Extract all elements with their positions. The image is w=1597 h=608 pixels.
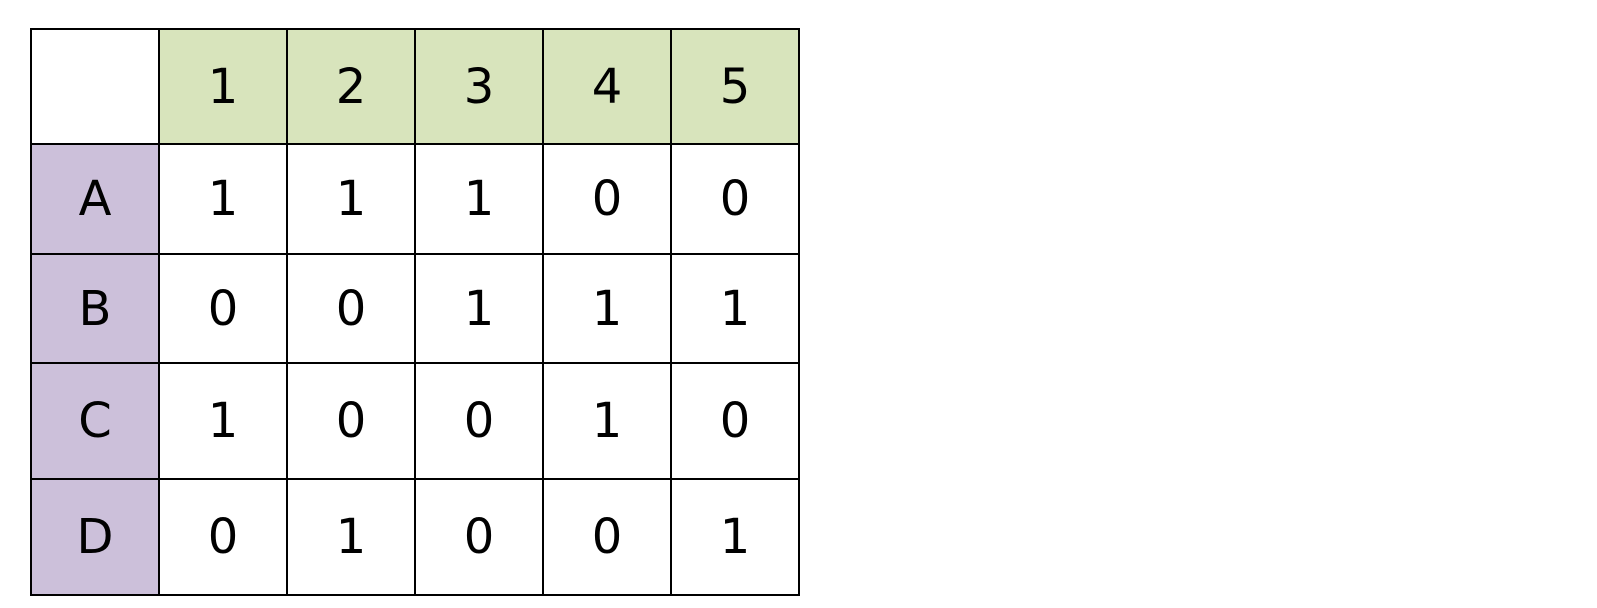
incidence-table: 1 2 3 4 5 A 1 1 1 0 0 B 0 0 1 1 1 C 1 0 … bbox=[30, 28, 800, 596]
table-cell: 1 bbox=[158, 143, 288, 255]
table-cell: 1 bbox=[670, 478, 800, 596]
table-cell: 0 bbox=[414, 478, 544, 596]
table-row-b: B 0 0 1 1 1 bbox=[30, 253, 800, 364]
column-header-row: 1 2 3 4 5 bbox=[30, 28, 800, 145]
column-header-1: 1 bbox=[158, 28, 288, 145]
table-cell: 0 bbox=[542, 478, 672, 596]
table-cell: 1 bbox=[414, 253, 544, 364]
column-header-5: 5 bbox=[670, 28, 800, 145]
row-header-b: B bbox=[30, 253, 160, 364]
row-header-a: A bbox=[30, 143, 160, 255]
table-body: 1 2 3 4 5 A 1 1 1 0 0 B 0 0 1 1 1 C 1 0 … bbox=[30, 28, 800, 596]
table-cell: 0 bbox=[286, 362, 416, 480]
corner-cell bbox=[30, 28, 160, 145]
table-row-c: C 1 0 0 1 0 bbox=[30, 362, 800, 480]
row-header-d: D bbox=[30, 478, 160, 596]
table-cell: 0 bbox=[414, 362, 544, 480]
row-header-c: C bbox=[30, 362, 160, 480]
table-cell: 0 bbox=[158, 478, 288, 596]
table-cell: 0 bbox=[670, 362, 800, 480]
table-cell: 1 bbox=[286, 143, 416, 255]
table-cell: 0 bbox=[286, 253, 416, 364]
table-cell: 1 bbox=[414, 143, 544, 255]
column-header-3: 3 bbox=[414, 28, 544, 145]
table-cell: 0 bbox=[542, 143, 672, 255]
table-cell: 1 bbox=[158, 362, 288, 480]
table-cell: 1 bbox=[670, 253, 800, 364]
table-cell: 0 bbox=[670, 143, 800, 255]
table-row-a: A 1 1 1 0 0 bbox=[30, 143, 800, 255]
column-header-2: 2 bbox=[286, 28, 416, 145]
column-header-4: 4 bbox=[542, 28, 672, 145]
table-cell: 1 bbox=[542, 362, 672, 480]
table-row-d: D 0 1 0 0 1 bbox=[30, 478, 800, 596]
table-cell: 1 bbox=[542, 253, 672, 364]
table-cell: 0 bbox=[158, 253, 288, 364]
table-cell: 1 bbox=[286, 478, 416, 596]
